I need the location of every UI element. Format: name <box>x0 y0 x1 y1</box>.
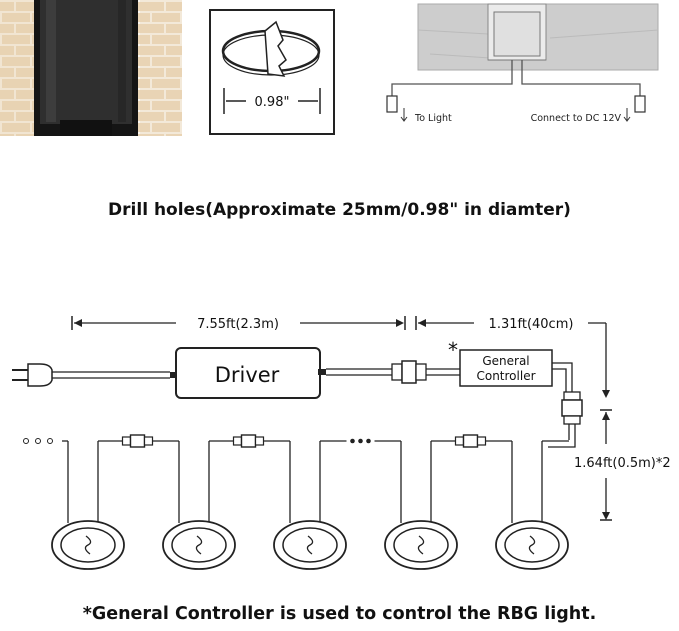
controller-cable-length: 1.31ft(40cm) <box>489 317 574 332</box>
light-wire-4 <box>400 441 432 523</box>
controller-footnote: *General Controller is used to control t… <box>82 604 597 624</box>
chain-dot-2 <box>358 438 363 444</box>
chain-dot-1 <box>350 438 355 444</box>
light-1-icon <box>84 535 92 555</box>
light-cable-length: 1.64ft(0.5m)*2 <box>574 456 671 471</box>
driver-cable-length: 7.55ft(2.3m) <box>197 317 279 332</box>
light-2-icon <box>195 535 203 555</box>
chain-connector-1-b <box>129 434 146 448</box>
chain-connector-2-c <box>254 436 265 446</box>
chain-connector-1-c <box>143 436 154 446</box>
light-wire-5 <box>511 441 543 523</box>
light-5-icon <box>528 535 536 555</box>
light-wire-3 <box>289 441 321 523</box>
light-wire-2 <box>178 441 210 523</box>
drill-holes-caption: Drill holes(Approximate 25mm/0.98" in di… <box>108 200 571 220</box>
chain-connector-1-a <box>121 436 132 446</box>
installation-cross-section: To Light Connect to DC 12V <box>386 3 659 124</box>
installed-light-photo <box>0 0 182 136</box>
drill-hole-diagram: 0.98" <box>209 9 335 135</box>
connector-1 <box>391 360 427 384</box>
connector-2 <box>561 391 583 425</box>
light-wire-1 <box>67 441 99 523</box>
chain-continuation-dots-left <box>23 438 53 444</box>
light-4-icon <box>417 535 425 555</box>
chain-connector-4-c <box>476 436 487 446</box>
chain-connector-2-a <box>232 436 243 446</box>
general-controller-box: General Controller <box>459 349 553 387</box>
driver-label: Driver <box>215 363 280 387</box>
light-3-icon <box>306 535 314 555</box>
power-plug <box>12 363 74 387</box>
driver-output-cable <box>326 368 392 376</box>
controller-asterisk: * <box>448 338 458 362</box>
lights-chain <box>51 434 576 570</box>
controller-label-line2: Controller <box>476 369 535 383</box>
chain-connector-4-b <box>462 434 479 448</box>
dimension-controller-cable: 1.31ft(40cm) <box>415 316 610 398</box>
chain-connector-2-b <box>240 434 257 448</box>
chain-connector-4-a <box>454 436 465 446</box>
input-cable <box>74 371 170 379</box>
connect-dc-label: Connect to DC 12V <box>531 113 622 124</box>
chain-dot-3 <box>366 438 371 444</box>
chain-tail-wire <box>542 440 576 448</box>
driver-box: Driver <box>170 347 326 399</box>
hole-diameter-label: 0.98" <box>255 95 290 110</box>
to-light-label: To Light <box>414 113 452 124</box>
dimension-driver-cable: 7.55ft(2.3m) <box>71 316 406 332</box>
controller-label-line1: General <box>482 354 529 368</box>
dimension-light-cable: 1.64ft(0.5m)*2 <box>574 409 671 521</box>
